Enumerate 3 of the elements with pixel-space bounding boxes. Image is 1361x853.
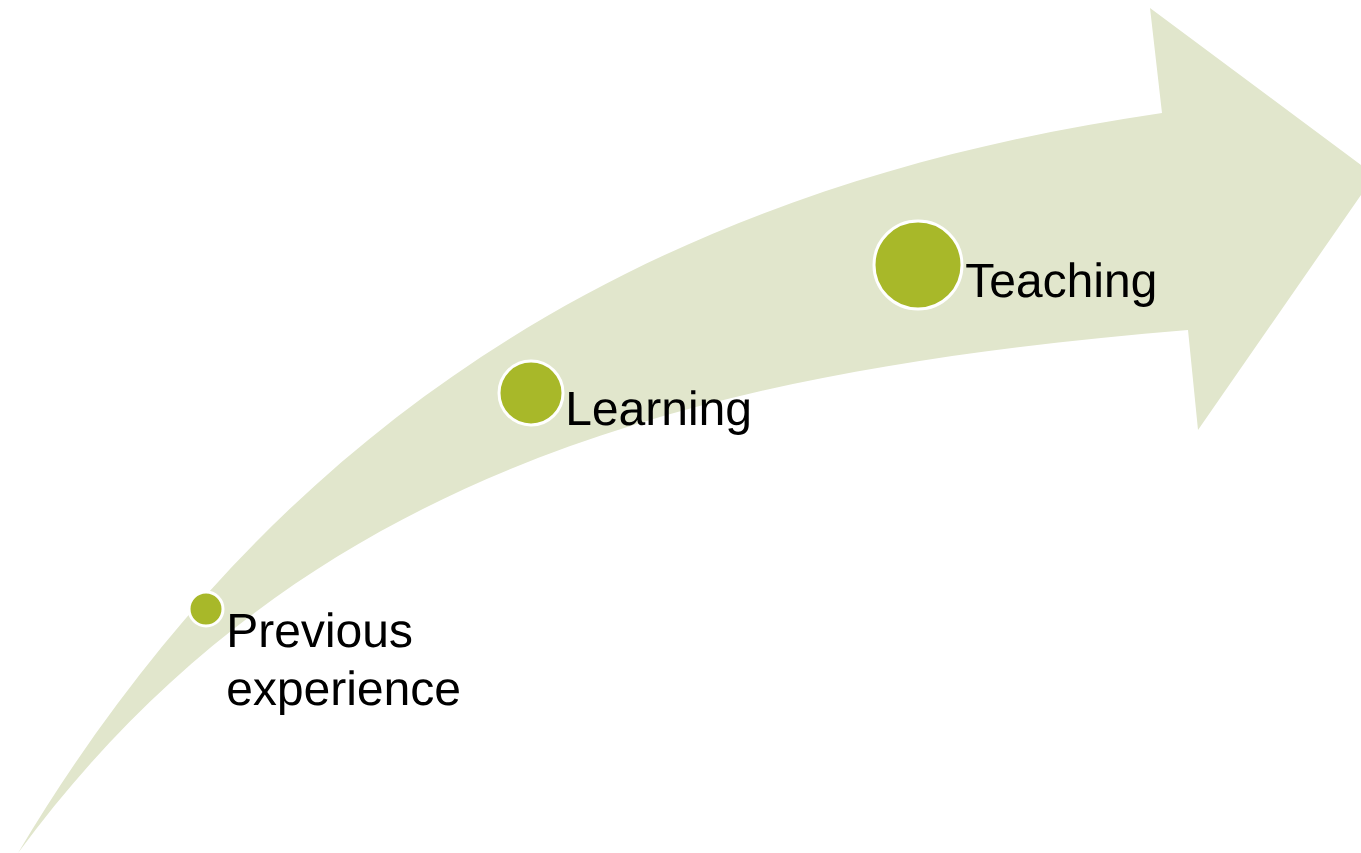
stage-label: Previous experience [228,612,459,715]
stage-label: Learning [569,390,749,435]
stage-label: Teaching [966,262,1155,307]
